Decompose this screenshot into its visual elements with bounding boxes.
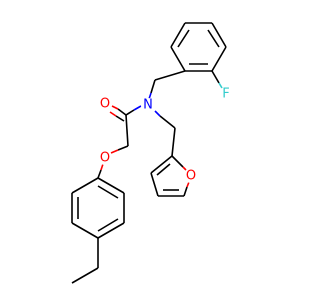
bond-ring-b-6 [71,177,99,194]
bond-ring-b-4 [71,222,99,239]
bond-c-f [211,70,220,84]
bond-furan-c4-c3 [150,172,159,197]
bond-ch2-furan [171,127,176,157]
bond-ring-a-2 [211,22,227,48]
bond-carbonyl-ch2 [125,114,129,147]
atom-oxygen-carbonyl: O [98,97,112,112]
bond-carbonyl-o-a [117,108,127,116]
bond-ring-a-3 [211,46,227,72]
atom-nitrogen: N [141,98,155,113]
bond-ch2-o-ether-colored [110,149,119,154]
bond-ch2-n-colored [148,92,152,100]
atom-label-layer: O N F O O [98,87,233,184]
bond-o-ring-b-colored [100,163,104,171]
bond-o-ring-b [97,169,102,179]
bond-furan-c2-o-colored [182,166,187,171]
bond-ethyl-ch3 [71,267,99,284]
bond-ring-a-6 [170,22,186,48]
bond-n-carbonyl [125,109,135,116]
bond-ring-b-3 [97,222,125,239]
bond-ch2-n [150,79,156,94]
bond-furan-o-c5 [183,186,188,197]
bond-carbonyl-o-b-colored [109,111,117,117]
bond-furan-c3-c2 [150,155,173,174]
bond-ring-ch2 [154,70,186,81]
bond-ring-a-6-inner [177,29,190,48]
atom-fluorine: F [219,87,233,102]
atom-fluorine-label: F [222,87,229,102]
bond-n-carbonyl-colored [133,105,142,111]
atom-oxygen-ether-label: O [100,151,110,166]
bond-furan-c2-o [171,155,184,168]
atom-oxygen-ether: O [98,151,112,166]
bond-carbonyl-o-b [115,115,125,122]
bond-layer [71,22,227,284]
bond-n-ch2-furan-colored [154,110,161,117]
atom-oxygen-carbonyl-label: O [100,97,110,112]
bond-furan-o-c5-colored [186,181,190,188]
atom-oxygen-furan-label: O [186,169,196,184]
bond-ring-b-1-inner [97,185,119,199]
bond-furan-c3-c2-inner [156,163,171,176]
atom-oxygen-furan: O [184,169,198,184]
bond-ring-a-5 [170,46,186,72]
molecule-structure-diagram: O N F O O [71,22,233,284]
bond-ring-a-2-inner [207,29,220,48]
atom-nitrogen-label: N [143,98,153,113]
bond-n-ch2-furan [159,115,176,129]
bond-ring-b-1 [97,177,125,194]
bond-carbonyl-o-a-colored [111,105,119,110]
bond-ch2-o-ether [117,145,129,151]
bond-c-f-colored [218,82,223,89]
bond-ring-b-3-inner [97,218,119,232]
